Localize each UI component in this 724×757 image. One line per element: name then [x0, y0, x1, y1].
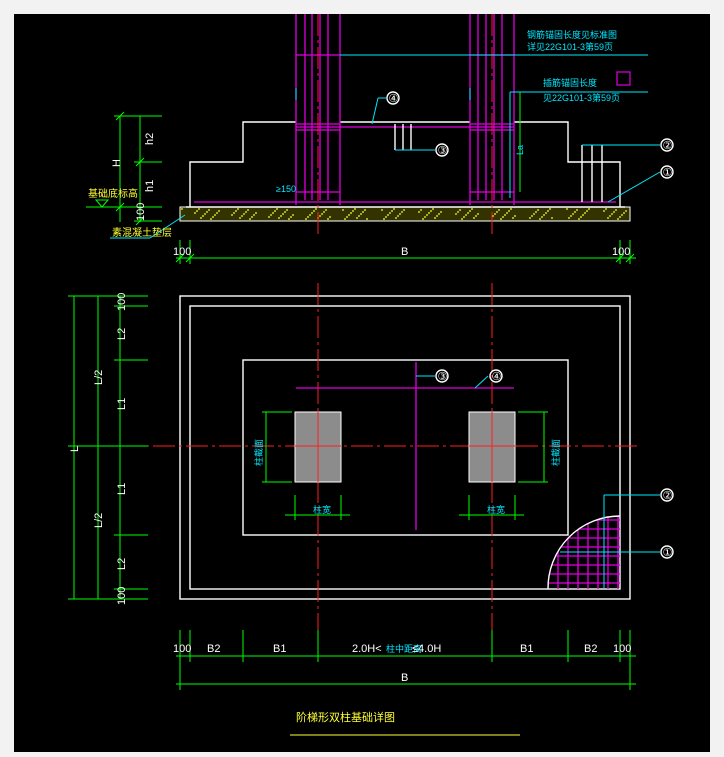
dim-h1: h1 — [144, 180, 156, 192]
plan-dim-100-top: 100 — [116, 293, 128, 311]
cushion-hatch — [181, 208, 627, 220]
footing-outline — [189, 121, 621, 207]
plan-dim-100-left: 100 — [173, 643, 191, 655]
callout-4-section: ④ — [389, 93, 399, 105]
plan-dim-L1-bottom: L1 — [116, 483, 128, 495]
elevation-triangle — [94, 199, 110, 208]
plan-dim-mid-tail: ≤4.0H — [412, 643, 441, 655]
dim-B-section: B — [401, 246, 408, 258]
plan-dim-L2-bottom: L2 — [116, 558, 128, 570]
plan-dim-100-right: 100 — [613, 643, 631, 655]
callout-3-plan: ③ — [438, 371, 448, 383]
section-view: ④ ③ La ② ① 钢筋锚固长度见标准图 详见22G101-3第59页 插筋锚… — [86, 14, 674, 264]
callout-2-plan: ② — [663, 490, 673, 502]
plan-cushion-outline — [179, 295, 631, 600]
label-anchorage-a: 钢筋锚固长度见标准图 — [527, 29, 617, 40]
foundation-drawing: ④ ③ La ② ① 钢筋锚固长度见标准图 详见22G101-3第59页 插筋锚… — [68, 14, 674, 736]
dim-100-left: 100 — [173, 246, 191, 258]
plan-dim-L2half-top: L/2 — [93, 370, 105, 385]
label-base-elevation: 基础底标高 — [88, 187, 138, 200]
plan-dim-B1-left: B1 — [273, 643, 286, 655]
small-square-mark — [616, 71, 631, 86]
cad-drawing-canvas: ④ ③ La ② ① 钢筋锚固长度见标准图 详见22G101-3第59页 插筋锚… — [14, 14, 710, 752]
label-dowel-b: 见22G101-3第59页 — [543, 92, 620, 103]
callout-1-plan: ① — [663, 547, 673, 559]
callout-2-section: ② — [663, 140, 673, 152]
dim-100-v: 100 — [135, 203, 147, 221]
col-dim-bottom-left: 柱宽 — [313, 504, 331, 515]
plan-dim-100-bottom: 100 — [116, 587, 128, 605]
plan-dim-mid: 2.0H< — [352, 643, 382, 655]
label-cushion: 素混凝土垫层 — [112, 226, 172, 239]
concrete-cushion — [179, 206, 631, 222]
plan-dim-mid-note: 柱中距离 — [386, 643, 422, 654]
dim-H: H — [111, 159, 123, 167]
callout-4-plan: ④ — [492, 371, 502, 383]
label-la: La — [515, 145, 525, 155]
plan-dim-L1-top: L1 — [116, 398, 128, 410]
drawing-title: 阶梯形双柱基础详图 — [296, 710, 395, 724]
plan-dim-L2half-bottom: L/2 — [93, 513, 105, 528]
plan-dim-L2-top: L2 — [116, 328, 128, 340]
dim-h2: h2 — [144, 133, 156, 145]
plan-view: ③ ④ 柱截面 柱截面 柱宽 柱宽 ② ① — [68, 283, 674, 690]
plan-step-outline — [242, 359, 569, 536]
callout-3-section: ③ — [438, 145, 448, 157]
col-dim-side-right: 柱截面 — [550, 439, 561, 466]
label-dowel-a: 插筋锚固长度 — [543, 77, 597, 88]
dim-100-right: 100 — [612, 246, 630, 258]
plan-footing-outline — [189, 305, 621, 590]
column-rebars-left — [295, 14, 341, 205]
label-anchorage-b: 详见22G101-3第59页 — [527, 41, 613, 52]
callout-1-section: ① — [663, 167, 673, 179]
label-150: ≥150 — [276, 184, 296, 194]
plan-dim-B-total: B — [401, 672, 408, 684]
plan-dim-B2-right: B2 — [584, 643, 597, 655]
plan-dim-B2-left: B2 — [207, 643, 220, 655]
plan-dim-B1-right: B1 — [520, 643, 533, 655]
col-dim-side-left: 柱截面 — [253, 439, 264, 466]
col-dim-bottom-right: 柱宽 — [487, 504, 505, 515]
plan-dim-L: L — [69, 446, 81, 452]
